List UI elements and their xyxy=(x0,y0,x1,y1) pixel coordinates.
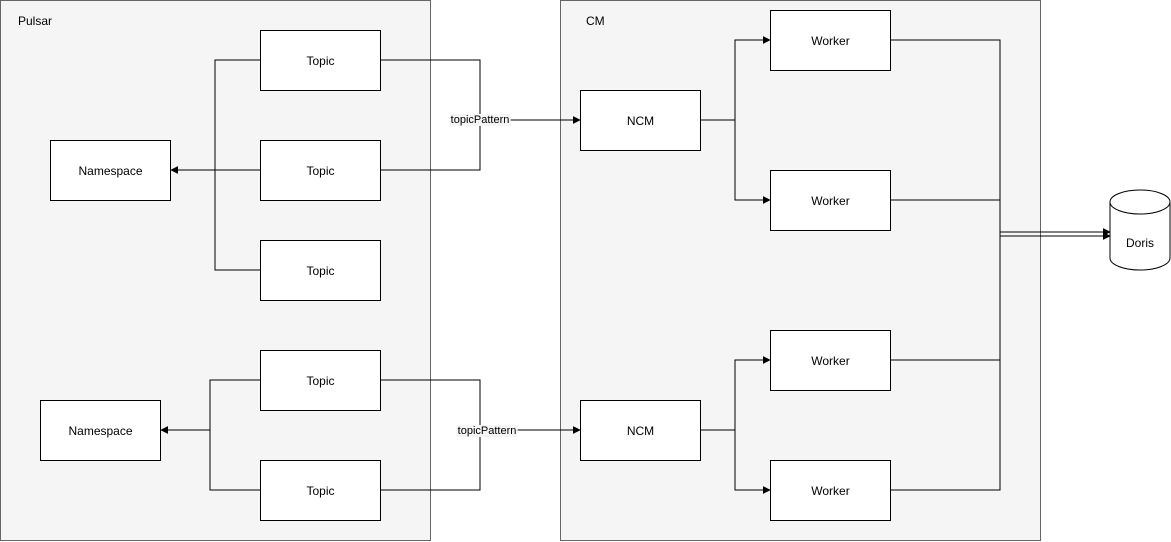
worker-node[interactable]: Worker xyxy=(770,10,891,71)
topic-node[interactable]: Topic xyxy=(260,240,381,301)
topic-pattern-label-upper: topicPattern xyxy=(449,114,511,126)
pulsar-group-label: Pulsar xyxy=(18,14,53,28)
topic-node[interactable]: Topic xyxy=(260,350,381,411)
worker-node[interactable]: Worker xyxy=(770,460,891,521)
ncm-node-upper[interactable]: NCM xyxy=(580,90,701,151)
worker-node[interactable]: Worker xyxy=(770,330,891,391)
topic-pattern-label-lower: topicPattern xyxy=(456,425,518,437)
namespace-node[interactable]: Namespace xyxy=(50,140,171,201)
doris-cylinder xyxy=(1109,189,1171,271)
cm-group-label: CM xyxy=(586,14,605,28)
topic-node[interactable]: Topic xyxy=(260,30,381,91)
ncm-node-lower[interactable]: NCM xyxy=(580,400,701,461)
worker-node[interactable]: Worker xyxy=(770,170,891,231)
topic-node[interactable]: Topic xyxy=(260,460,381,521)
doris-label: Doris xyxy=(1125,236,1155,250)
namespace-node[interactable]: Namespace xyxy=(40,400,161,461)
topic-node[interactable]: Topic xyxy=(260,140,381,201)
